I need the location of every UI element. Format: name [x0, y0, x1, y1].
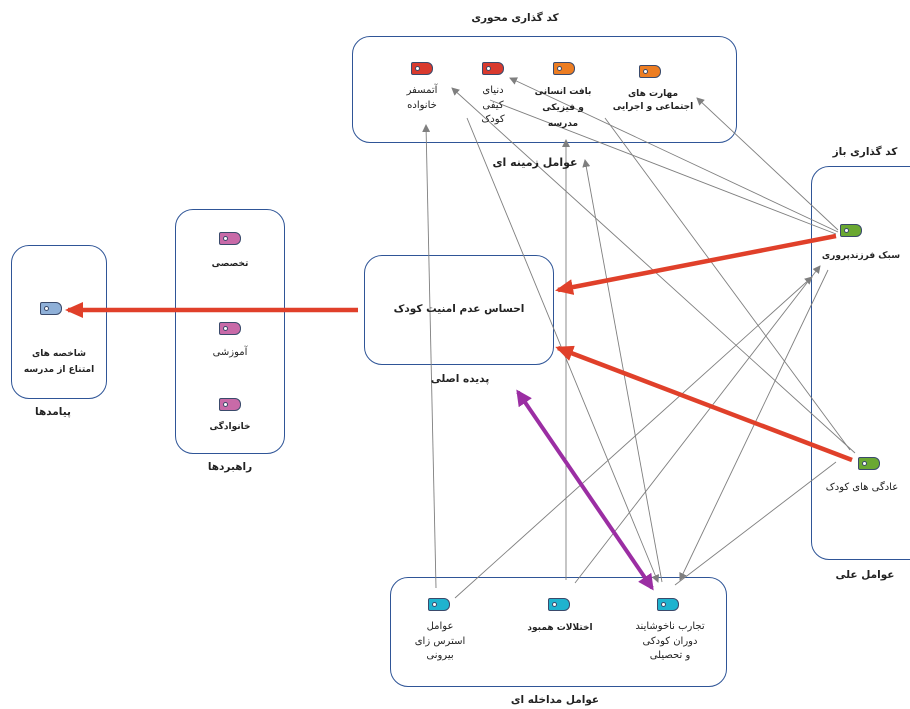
- intervening-childhood-experiences: تجارب ناخوشایند دوران کودکی و تحصیلی: [635, 621, 705, 661]
- arrow-external-family: [422, 124, 437, 589]
- tag-icon-educational: [219, 322, 241, 335]
- tag-icon-childhood-exp: [657, 598, 679, 611]
- heading-axial-coding: کد گذاری محوری: [471, 12, 559, 24]
- arrow-core-exp: [516, 389, 654, 591]
- code-child-world: دنیای کیفی کودک: [481, 85, 505, 125]
- strategy-educational: آموزشی: [212, 347, 248, 358]
- arrow-habits-core: [555, 345, 853, 463]
- tag-icon-specialized: [219, 232, 241, 245]
- arrow-comorbid-parenting: [574, 265, 821, 584]
- strategy-specialized: تخصصی: [211, 259, 249, 269]
- heading-strategies: راهبردها: [207, 461, 253, 473]
- context-box: [352, 36, 737, 143]
- tag-icon-family-crisis: [411, 62, 433, 75]
- causal-child-habits: عادگی های کودک: [825, 482, 899, 493]
- tag-icon-outcome: [40, 302, 62, 315]
- tag-icon-child-world: [482, 62, 504, 75]
- tag-icon-parenting: [840, 224, 862, 237]
- tag-icon-human-fabric: [553, 62, 575, 75]
- tag-icon-family-strategy: [219, 398, 241, 411]
- causal-parenting-style: سبک فرزندپروری: [821, 251, 901, 261]
- code-family-crisis: آتمسفر خانواده: [406, 85, 438, 111]
- outcome-refusal-indicators: شاخصه های امتناع از مدرسه: [23, 349, 95, 376]
- intervening-comorbid: اختلالات همبود: [527, 623, 593, 633]
- outcomes-box: [11, 245, 107, 399]
- core-box: [364, 255, 554, 365]
- arrow-parenting-child: [489, 99, 837, 235]
- heading-intervening: عوامل مداخله ای: [510, 694, 600, 706]
- tag-icon-external-stress: [428, 598, 450, 611]
- arrow-habits-fabric: [604, 117, 851, 451]
- core-phenomenon-label: احساس عدم امنیت کودک: [393, 303, 525, 315]
- arrow-external-parenting: [454, 276, 813, 599]
- arrow-parenting-core: [555, 233, 837, 295]
- heading-outcomes: پیامدها: [35, 406, 71, 418]
- arrow-parenting-social: [696, 97, 839, 231]
- strategy-family: خانوادگی: [209, 422, 251, 432]
- intervening-external-stress: عوامل استرس زای بیرونی: [414, 621, 466, 661]
- heading-open-coding: کد گذاری باز: [832, 146, 898, 158]
- code-human-fabric: بافت انسانی و فیزیکی مدرسه: [534, 87, 592, 130]
- arrow-parenting-fabric: [509, 77, 839, 233]
- tag-icon-social-skills: [639, 65, 661, 78]
- tag-icon-child-habits: [858, 457, 880, 470]
- tag-icon-comorbid: [548, 598, 570, 611]
- heading-core: پدیده اصلی: [430, 373, 490, 385]
- heading-context: عوامل زمینه ای: [492, 156, 578, 169]
- code-social-skills: مهارت های اجتماعی و اجرایی: [612, 89, 694, 113]
- arrow-habits-exp: [674, 461, 837, 586]
- heading-causal: عوامل علی: [835, 569, 895, 581]
